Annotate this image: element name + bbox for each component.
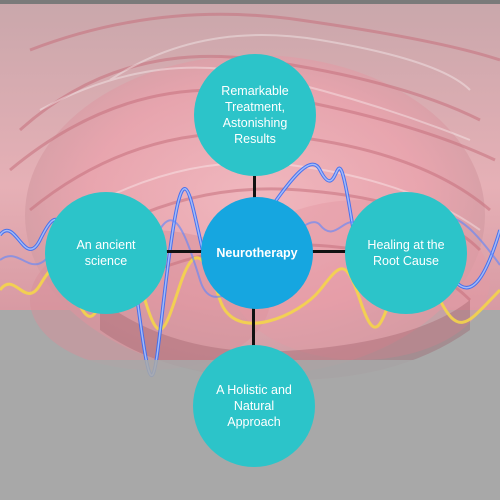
node-neurotherapy: Neurotherapy xyxy=(201,197,313,309)
node-label: A Holistic and Natural Approach xyxy=(216,383,292,429)
node-ancient-science: An ancient science xyxy=(45,192,167,314)
node-remarkable-treatment: Remarkable Treatment, Astonishing Result… xyxy=(194,54,316,176)
center-label: Neurotherapy xyxy=(216,246,298,260)
connector-left xyxy=(166,250,203,253)
node-label: Remarkable Treatment, Astonishing Result… xyxy=(221,84,289,146)
connector-top xyxy=(253,176,256,199)
node-healing-root-cause: Healing at the Root Cause xyxy=(345,192,467,314)
node-holistic-approach: A Holistic and Natural Approach xyxy=(193,345,315,467)
node-label: An ancient science xyxy=(76,238,136,268)
connector-right xyxy=(312,250,347,253)
node-label: Healing at the Root Cause xyxy=(367,238,445,268)
connector-bottom xyxy=(252,308,255,347)
